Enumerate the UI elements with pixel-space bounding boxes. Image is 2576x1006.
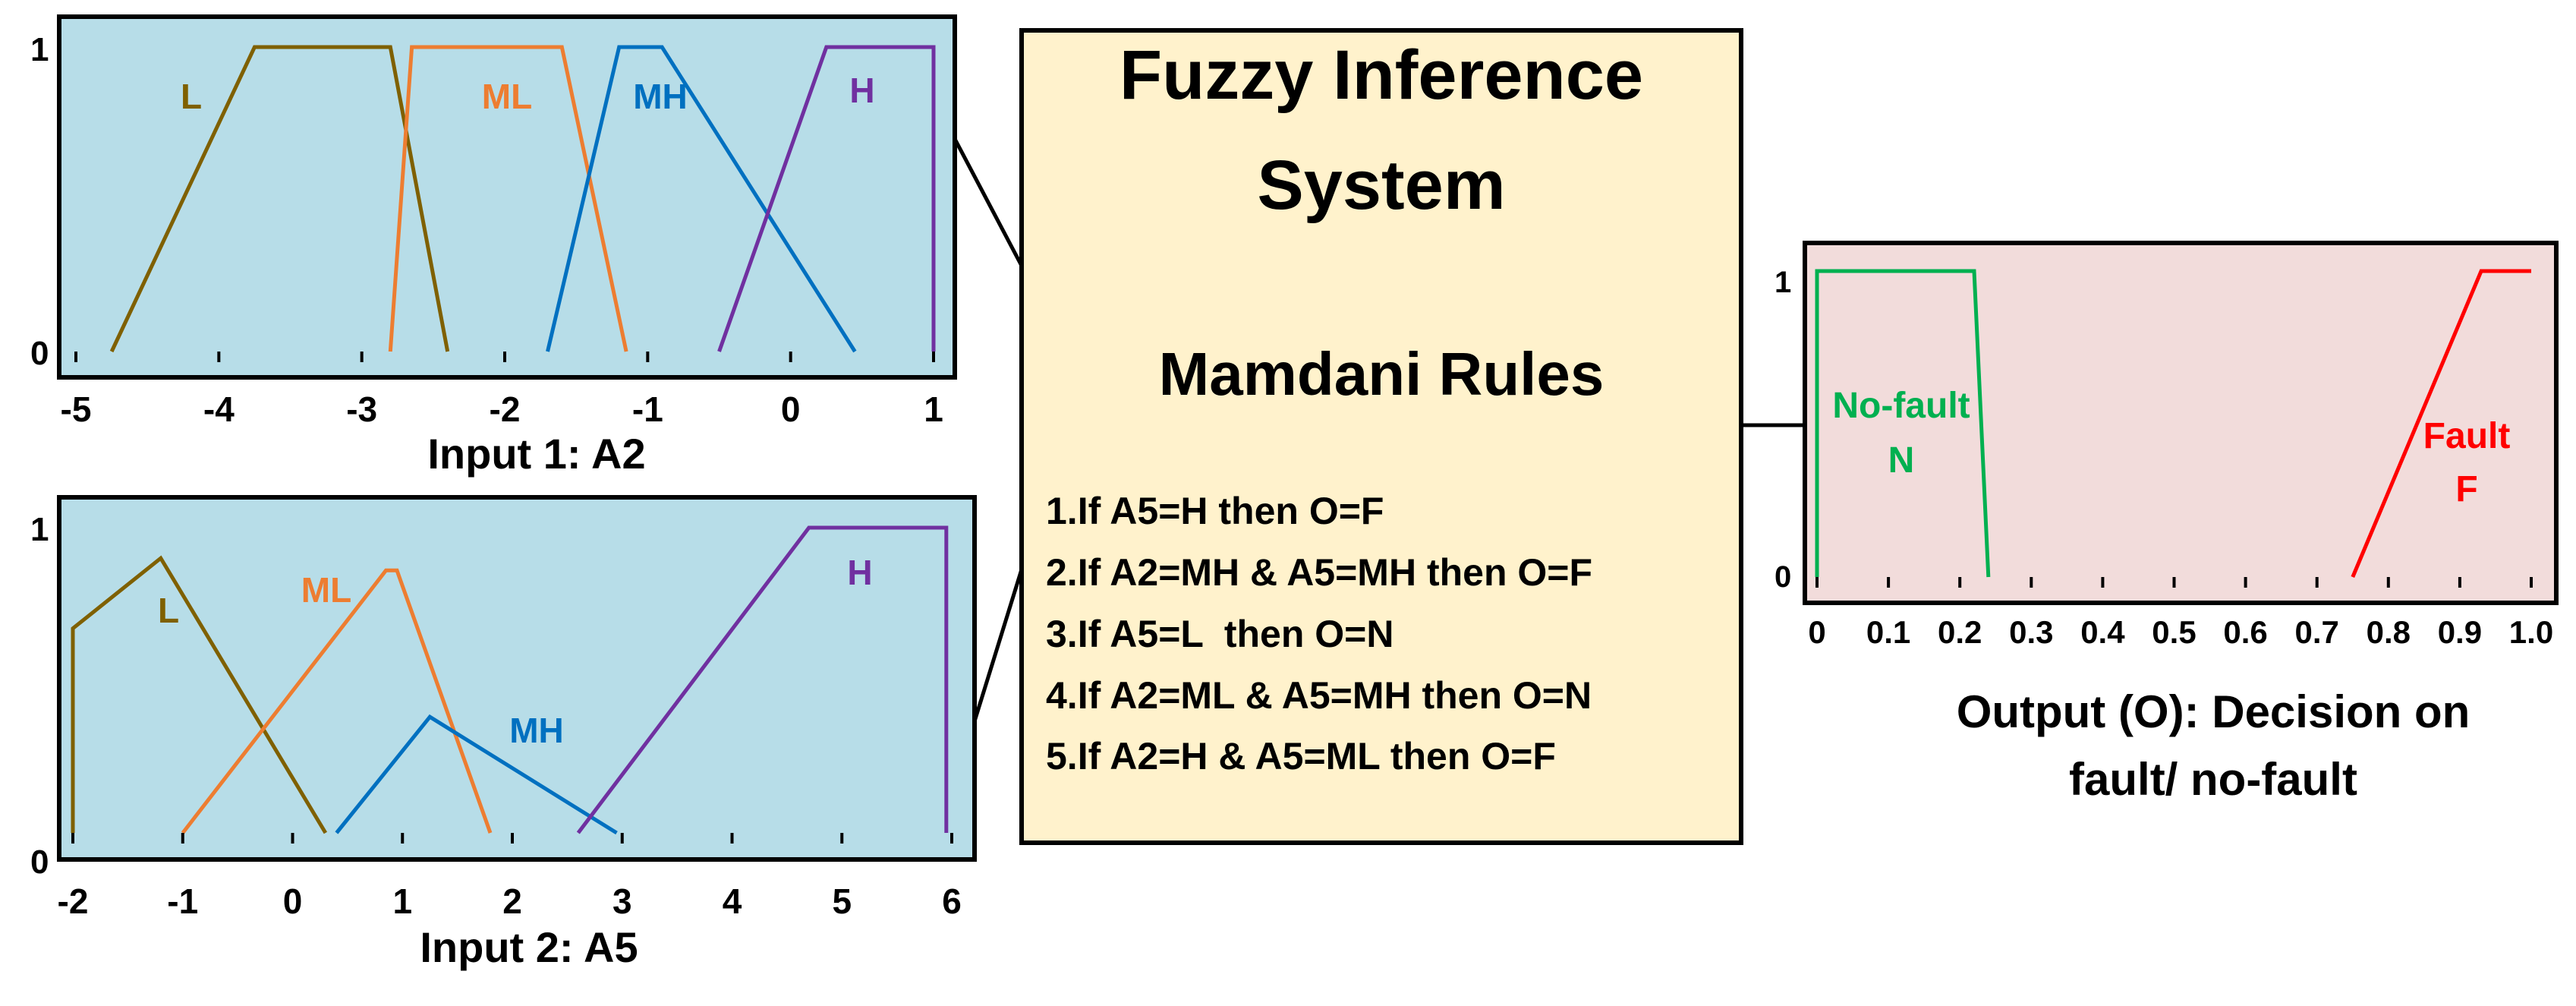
- fis-rule-5: 5.If A2=H & A5=ML then O=F: [1046, 735, 1556, 777]
- output-label-nofault-line1: No-fault: [1832, 386, 1970, 426]
- input1-xtick-label-0: -5: [61, 389, 92, 429]
- fis-rule-2: 2.If A2=MH & A5=MH then O=F: [1046, 551, 1592, 594]
- input2-xtick-label-6: 4: [723, 881, 742, 921]
- input2-ytick-1: 1: [30, 511, 49, 548]
- input1-series-mh: [546, 45, 857, 353]
- fis-rule-3: 3.If A5=L then O=N: [1046, 613, 1393, 655]
- input1-xtick-label-5: 0: [781, 389, 801, 429]
- output-chart: 1 0 0 0.1 0.2 0.3 0.4 0.5 0.6 0.7 0.8 0.9 1.0 Outp…: [1775, 241, 2559, 805]
- output-series-no-fault-n: [1815, 269, 1991, 578]
- output-xticks: 0 0.1 0.2 0.3 0.4 0.5 0.6 0.7 0.8 0.9 1.0: [1808, 577, 2553, 650]
- input2-xlabel: Input 2: A5: [420, 923, 638, 971]
- output-xtick-label-9: 0.9: [2438, 614, 2482, 650]
- input1-xtick-label-1: -4: [203, 389, 235, 429]
- output-xtick-label-0: 0: [1808, 614, 1825, 650]
- output-xtick-label-8: 0.8: [2367, 614, 2411, 650]
- output-xtick-label-4: 0.4: [2080, 614, 2125, 650]
- input2-label-H: H: [847, 553, 872, 592]
- input1-xtick-label-4: -1: [632, 389, 663, 429]
- output-xtick-label-1: 0.1: [1866, 614, 1910, 650]
- input1-series-ml: [388, 45, 628, 352]
- input1-label-H: H: [849, 71, 874, 110]
- fis-title-line1: Fuzzy Inference: [1120, 36, 1643, 114]
- output-series-fault-f: [2351, 269, 2531, 578]
- input2-label-ML: ML: [301, 570, 351, 610]
- connector-input1: [953, 137, 1024, 267]
- input2-xtick-label-0: -2: [58, 881, 89, 921]
- input2-xticks: -2 -1 0 1 2 3 4 5 6: [58, 833, 962, 921]
- output-label-fault-line1: Fault: [2423, 416, 2511, 456]
- output-xtick-label-2: 0.2: [1938, 614, 1982, 650]
- output-xlabel-line2: fault/ no-fault: [2069, 754, 2357, 805]
- input1-plot-area: [57, 14, 957, 380]
- output-xtick-label-5: 0.5: [2152, 614, 2196, 650]
- input2-xtick-label-2: 0: [283, 881, 303, 921]
- input2-series-ml: [181, 568, 493, 834]
- input1-xlabel: Input 1: A2: [427, 430, 645, 478]
- input1-xtick-label-6: 1: [924, 389, 943, 429]
- input1-ytick-0: 0: [30, 335, 49, 372]
- input1-label-ML: ML: [482, 77, 532, 116]
- fis-rules-heading: Mamdani Rules: [1159, 340, 1604, 408]
- input2-xtick-label-7: 5: [832, 881, 852, 921]
- input2-label-L: L: [158, 591, 179, 630]
- input2-series-mh: [335, 714, 618, 835]
- output-marks: [1815, 269, 2531, 578]
- input2-ytick-0: 0: [30, 844, 49, 881]
- fis-title-line2: System: [1257, 147, 1505, 224]
- input2-xtick-label-3: 1: [392, 881, 412, 921]
- input2-series-l: [71, 555, 328, 834]
- output-xtick-label-10: 1.0: [2509, 614, 2553, 650]
- fis-rule-1: 1.If A5=H then O=F: [1046, 490, 1384, 532]
- input1-label-MH: MH: [633, 77, 688, 116]
- input2-xtick-label-8: 6: [942, 881, 962, 921]
- output-xtick-label-3: 0.3: [2009, 614, 2053, 650]
- input1-xticks: -5 -4 -3 -2 -1 0 1: [61, 352, 943, 429]
- input1-series-l: [109, 45, 450, 353]
- output-plot-area: [1803, 241, 2559, 605]
- output-xtick-label-7: 0.7: [2295, 614, 2339, 650]
- input2-chart: 1 0 -2 -1 0 1 2 3 4 5 6 Input 2: A5 L ML MH H: [30, 495, 977, 971]
- output-xlabel-line1: Output (O): Decision on: [1957, 686, 2471, 737]
- input1-label-L: L: [181, 77, 202, 116]
- input2-marks: [71, 525, 949, 835]
- input1-marks: [109, 45, 936, 353]
- input2-xtick-label-5: 3: [613, 881, 632, 921]
- fis-rule-4: 4.If A2=ML & A5=MH then O=N: [1046, 674, 1592, 717]
- output-label-fault-line2: F: [2455, 469, 2477, 509]
- fis-box: Fuzzy Inference System Mamdani Rules 1.I…: [1019, 28, 1743, 845]
- output-xtick-label-6: 0.6: [2223, 614, 2267, 650]
- input1-xtick-label-3: -2: [490, 389, 521, 429]
- fis-box-frame: [1019, 28, 1743, 845]
- output-ytick-1: 1: [1775, 266, 1791, 299]
- input2-xtick-label-1: -1: [167, 881, 198, 921]
- input1-xtick-label-2: -3: [346, 389, 377, 429]
- input2-label-MH: MH: [509, 711, 564, 750]
- input1-chart: 1 0 -5 -4 -3 -2 -1 0 1 Input 1: A2 L ML MH H: [30, 14, 957, 478]
- input2-plot-area: [57, 495, 977, 862]
- input2-series-h: [576, 525, 949, 834]
- output-label-nofault-line2: N: [1888, 440, 1915, 481]
- input2-xtick-label-4: 2: [502, 881, 522, 921]
- output-ytick-0: 0: [1775, 560, 1791, 594]
- input1-ytick-1: 1: [30, 31, 49, 68]
- input1-series-h: [717, 45, 936, 352]
- connector-input2: [972, 569, 1024, 722]
